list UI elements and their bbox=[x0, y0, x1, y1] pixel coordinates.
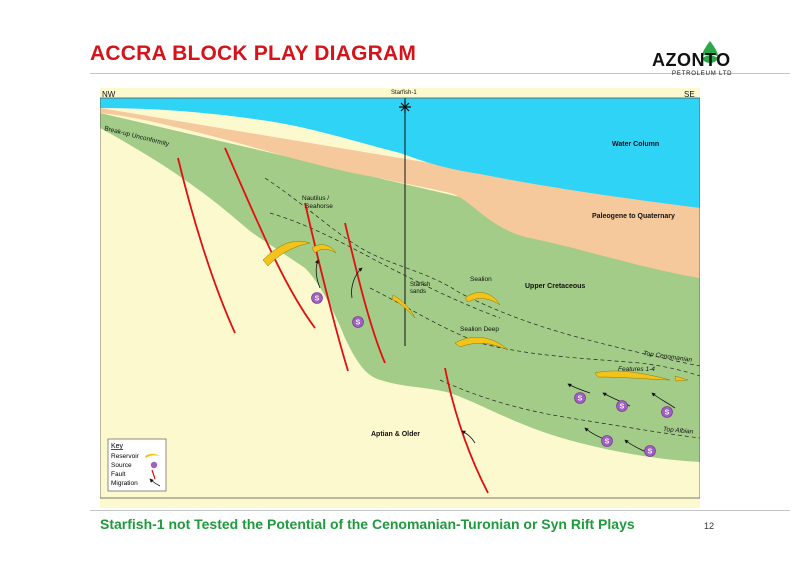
source-letter: S bbox=[315, 296, 320, 303]
horizon-dashed-upper bbox=[264, 177, 700, 367]
source-letter: S bbox=[578, 396, 583, 403]
page-number: 12 bbox=[704, 521, 715, 531]
upper-cretaceous-layer bbox=[100, 113, 700, 462]
seahorse-label: Seahorse bbox=[305, 203, 333, 210]
fault-3 bbox=[304, 202, 349, 372]
fault-5 bbox=[444, 367, 489, 494]
title-divider bbox=[90, 73, 790, 74]
source-markers: S S S S S S S bbox=[311, 292, 673, 457]
starfish-sands-label-2: sands bbox=[410, 289, 426, 295]
paleogene-label: Paleogene to Quaternary bbox=[592, 213, 675, 220]
paleogene-layer bbox=[100, 108, 700, 278]
legend-fault: Fault bbox=[111, 471, 126, 478]
aptian-label: Aptian & Older bbox=[371, 431, 420, 438]
sealion-reservoir bbox=[464, 292, 501, 306]
footer-divider bbox=[90, 510, 790, 511]
direction-se: SE bbox=[684, 90, 695, 99]
nautilus-label: Nautilus / bbox=[302, 195, 329, 202]
legend-reservoir: Reservoir bbox=[111, 453, 140, 460]
legend-migration: Migration bbox=[111, 480, 138, 487]
oil-drop-icon bbox=[702, 41, 718, 63]
direction-nw: NW bbox=[102, 90, 116, 99]
fault-4 bbox=[344, 222, 386, 364]
play-diagram: S S S S S S S NW SE Starfish-1 Break-up … bbox=[100, 88, 700, 508]
legend-source: Source bbox=[111, 462, 132, 469]
starfish-sands-reservoir bbox=[391, 294, 416, 319]
source-letter: S bbox=[665, 410, 670, 417]
source-marker bbox=[661, 406, 673, 418]
legend-source-symbol bbox=[150, 461, 158, 469]
seahorse-reservoir bbox=[311, 244, 337, 254]
water-column-label: Water Column bbox=[612, 141, 659, 148]
sealion-deep-label: Sealion Deep bbox=[460, 326, 499, 333]
legend: Key Reservoir Source Fault Migration bbox=[107, 438, 167, 492]
footer-caption: Starfish-1 not Tested the Potential of t… bbox=[100, 516, 635, 532]
nautilus-reservoir bbox=[262, 240, 311, 267]
sealion-label: Sealion bbox=[470, 276, 492, 283]
reservoirs bbox=[262, 240, 689, 382]
source-marker bbox=[601, 435, 613, 447]
source-letter: S bbox=[620, 404, 625, 411]
water-column-layer bbox=[100, 98, 700, 208]
fault-1 bbox=[177, 157, 236, 334]
legend-title: Key bbox=[111, 443, 124, 450]
source-marker bbox=[616, 400, 628, 412]
source-marker bbox=[644, 445, 656, 457]
company-logo: AZONTO PETROLEUM LTD bbox=[652, 40, 777, 80]
upper-cretaceous-label: Upper Cretaceous bbox=[525, 283, 585, 290]
well-symbol-icon bbox=[399, 101, 411, 113]
sealion-deep-reservoir bbox=[454, 336, 509, 351]
features-1-4-reservoir-a bbox=[594, 370, 671, 381]
well-label: Starfish-1 bbox=[391, 90, 417, 96]
starfish-sands-label: Starfish bbox=[410, 282, 430, 288]
logo-wordmark: AZONTO bbox=[652, 50, 731, 70]
source-marker bbox=[352, 316, 364, 328]
features-1-4-reservoir-b bbox=[674, 375, 689, 382]
legend-migration-symbol bbox=[149, 478, 161, 487]
source-letter: S bbox=[648, 449, 653, 456]
logo-subtitle: PETROLEUM LTD bbox=[672, 71, 733, 77]
top-albian-label: Top Albian bbox=[663, 426, 694, 436]
source-letter: S bbox=[356, 320, 361, 327]
page-title: ACCRA BLOCK PLAY DIAGRAM bbox=[90, 42, 417, 65]
features-label: Features 1-4 bbox=[618, 366, 655, 373]
source-letter: S bbox=[605, 439, 610, 446]
legend-fault-symbol bbox=[151, 469, 156, 480]
source-marker bbox=[574, 392, 586, 404]
top-albian-horizon bbox=[439, 379, 700, 439]
legend-reservoir-symbol bbox=[145, 453, 160, 458]
source-marker bbox=[311, 292, 323, 304]
top-cenomanian-horizon bbox=[369, 287, 700, 377]
